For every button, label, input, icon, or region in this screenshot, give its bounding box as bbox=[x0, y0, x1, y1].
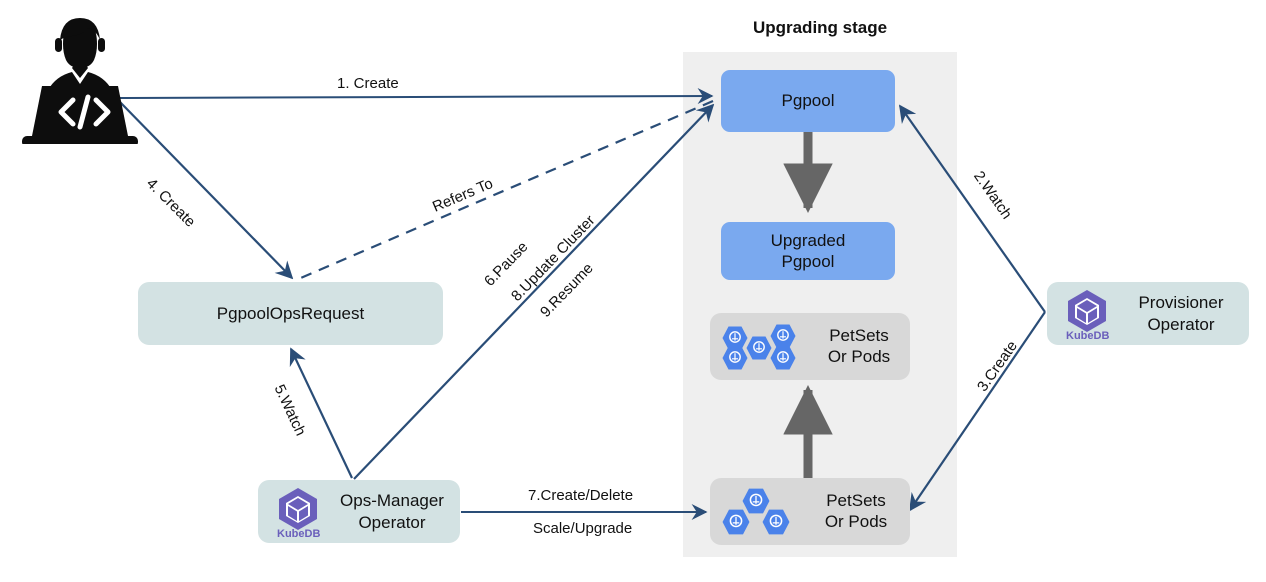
node-ops-manager-operator[interactable]: KubeDB Ops-Manager Operator bbox=[258, 480, 460, 543]
petsets-bottom-label: PetSets Or Pods bbox=[802, 491, 910, 532]
ops-manager-operator-label: Ops-Manager Operator bbox=[332, 490, 460, 533]
node-pgpool-ops-request-label: PgpoolOpsRequest bbox=[216, 303, 365, 323]
petsets-top-label-line1: PetSets bbox=[829, 325, 889, 345]
petsets-top-content: PetSets Or Pods bbox=[710, 324, 910, 370]
pod-hex-icon bbox=[722, 509, 750, 541]
node-upgraded-pgpool[interactable]: Upgraded Pgpool bbox=[721, 222, 895, 280]
edge-4-create-line bbox=[118, 100, 294, 280]
petsets-bottom-label-line1: PetSets bbox=[826, 490, 886, 510]
node-pgpool[interactable]: Pgpool bbox=[721, 70, 895, 132]
node-petsets-top[interactable]: PetSets Or Pods bbox=[710, 313, 910, 380]
edge-label-7-create-delete: 7.Create/Delete bbox=[528, 487, 634, 504]
pod-hex-icon bbox=[722, 346, 748, 376]
developer-laptop-icon bbox=[18, 12, 142, 147]
pod-hex-icon bbox=[770, 346, 796, 376]
provisioner-operator-label-line1: Provisioner bbox=[1138, 293, 1224, 313]
pod-hexagon-cluster-bottom bbox=[722, 488, 792, 536]
node-upgraded-pgpool-label-line2: Pgpool bbox=[781, 252, 835, 271]
upgrading-stage-title: Upgrading stage bbox=[752, 18, 888, 37]
petsets-top-label-line2: Or Pods bbox=[827, 346, 891, 366]
node-provisioner-operator[interactable]: KubeDB Provisioner Operator bbox=[1047, 282, 1249, 345]
edge-5-watch-line bbox=[289, 347, 353, 479]
provisioner-operator-label: Provisioner Operator bbox=[1121, 292, 1249, 335]
provisioner-operator-label-line2: Operator bbox=[1147, 314, 1215, 334]
ops-manager-operator-label-line2: Operator bbox=[358, 512, 426, 532]
edge-3-create-line bbox=[909, 311, 1046, 512]
edge-label-1-create: 1. Create bbox=[337, 75, 399, 92]
petsets-top-label: PetSets Or Pods bbox=[808, 326, 910, 367]
pod-hex-icon bbox=[762, 509, 790, 541]
edge-6-8-9-line bbox=[353, 103, 715, 480]
provisioner-operator-content: KubeDB Provisioner Operator bbox=[1047, 288, 1249, 342]
petsets-bottom-label-line2: Or Pods bbox=[824, 511, 888, 531]
svg-text:KubeDB: KubeDB bbox=[1066, 330, 1109, 340]
pod-hex-icon bbox=[746, 336, 772, 366]
node-pgpool-label: Pgpool bbox=[781, 91, 835, 111]
kubedb-logo-icon: KubeDB bbox=[1061, 288, 1113, 342]
pod-hexagon-cluster-top bbox=[722, 324, 798, 370]
edge-label-7-scale-upgrade: Scale/Upgrade bbox=[533, 520, 633, 537]
upgrading-stage-panel bbox=[683, 52, 957, 557]
edge-2-watch-line bbox=[898, 104, 1046, 313]
svg-text:KubeDB: KubeDB bbox=[277, 528, 320, 538]
kubedb-logo-icon: KubeDB bbox=[272, 486, 324, 540]
node-upgraded-pgpool-label-line1: Upgraded bbox=[770, 230, 846, 250]
node-petsets-bottom[interactable]: PetSets Or Pods bbox=[710, 478, 910, 545]
ops-manager-operator-label-line1: Ops-Manager bbox=[340, 491, 444, 511]
edge-1-create-line bbox=[117, 88, 714, 105]
pod-hex-icon bbox=[770, 324, 796, 354]
petsets-bottom-content: PetSets Or Pods bbox=[710, 488, 910, 536]
pod-hex-icon bbox=[722, 326, 748, 356]
node-pgpool-ops-request[interactable]: PgpoolOpsRequest bbox=[138, 282, 443, 345]
pod-hex-icon bbox=[742, 488, 770, 520]
ops-manager-operator-content: KubeDB Ops-Manager Operator bbox=[258, 486, 460, 540]
